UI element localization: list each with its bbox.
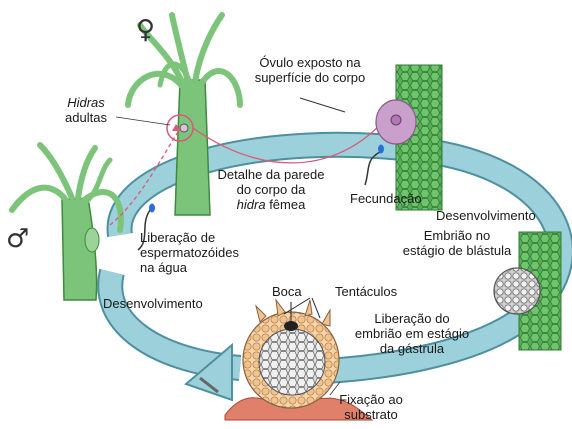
- label-gastrula-release-line3: da gástrula: [379, 341, 445, 356]
- label-adult-hydras: Hidras adultas: [55, 95, 117, 125]
- label-femea: fêmea: [265, 197, 306, 212]
- fixacao-leader: [329, 381, 341, 396]
- label-hidra-italic: hidra: [236, 197, 266, 212]
- label-exposed-ovum: Óvulo exposto na superfície do corpo: [240, 55, 380, 85]
- gastrula-embryo: [224, 297, 374, 421]
- label-exposed-ovum-line2: superfície do corpo: [254, 70, 366, 85]
- female-hydra: [125, 12, 243, 216]
- label-development-left: Desenvolvimento: [103, 296, 203, 311]
- label-tentacles: Tentáculos: [335, 284, 398, 299]
- label-substrate-fixation-line2: substrato: [344, 407, 398, 422]
- label-body-wall-detail: Detalhe da parede do corpo da hidra fême…: [203, 167, 339, 212]
- label-development-right: Desenvolvimento: [436, 208, 536, 223]
- label-adult-hydras-line2: adultas: [65, 110, 107, 125]
- label-sperm-release-line3: na água: [140, 260, 187, 275]
- body-wall-tissue: [364, 64, 443, 211]
- label-body-wall-detail-line1: Detalhe da parede: [217, 167, 325, 182]
- label-mouth: Boca: [272, 284, 302, 299]
- label-sperm-release: Liberação de espermatozóides na água: [140, 230, 239, 275]
- label-body-wall-detail-line3: hidra fêmea: [203, 197, 339, 212]
- male-hydra: [9, 142, 155, 301]
- label-sperm-release-line2: espermatozóides: [140, 245, 239, 260]
- label-sperm-release-line1: Liberação de: [140, 230, 216, 245]
- label-fertilization: Fecundação: [350, 191, 422, 206]
- label-substrate-fixation-line1: Fixação ao: [339, 392, 403, 407]
- label-substrate-fixation: Fixação ao substrato: [326, 392, 416, 422]
- label-exposed-ovum-line1: Óvulo exposto na: [259, 55, 361, 70]
- label-blastula-embryo-line2: estágio de blástula: [402, 243, 512, 258]
- blastula-tissue: [493, 231, 562, 351]
- label-gastrula-release-line2: embrião em estágio: [354, 326, 470, 341]
- hidras-leader: [115, 116, 171, 126]
- male-symbol-icon: ♂: [6, 224, 30, 254]
- label-adult-hydras-line1: Hidras: [67, 95, 105, 110]
- female-symbol-icon: ♀: [136, 15, 156, 45]
- label-gastrula-release: Liberação do embrião em estágio da gástr…: [344, 311, 480, 356]
- label-blastula-embryo: Embrião no estágio de blástula: [397, 228, 517, 258]
- label-gastrula-release-line1: Liberação do: [374, 311, 450, 326]
- label-body-wall-detail-line2: do corpo da: [236, 182, 306, 197]
- label-blastula-embryo-line1: Embrião no: [423, 228, 491, 243]
